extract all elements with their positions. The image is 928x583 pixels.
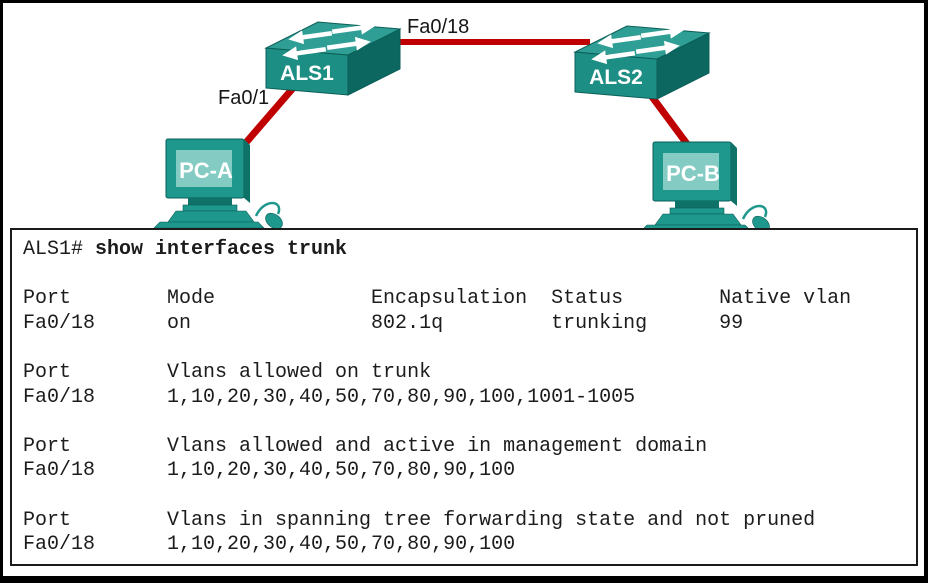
pc-base <box>643 224 749 228</box>
switch-arrows-icon <box>591 24 685 65</box>
pc-screen <box>176 150 232 187</box>
pc-monitor-bevel <box>731 142 737 206</box>
trunk-port-label: Fa0/18 <box>407 16 469 38</box>
topology-diagram: ALS1 ALS2 PC-A <box>153 16 770 228</box>
pc-screen <box>663 153 719 190</box>
pc-stand-base <box>669 207 725 215</box>
terminal-line: Fa0/18 1,10,20,30,40,50,70,80,90,100 <box>23 533 516 557</box>
terminal-line: Port Vlans allowed on trunk <box>23 360 432 384</box>
cli-prompt: ALS1# <box>23 238 96 261</box>
arrow-icon <box>591 50 636 65</box>
pc-a-label: PC-A <box>179 158 233 183</box>
arrow-icon <box>331 20 376 35</box>
arrow-icon <box>597 34 642 49</box>
terminal-line <box>23 410 910 435</box>
switch-icon-als1: ALS1 <box>264 20 402 96</box>
terminal-line <box>23 263 910 288</box>
pc-stand <box>188 198 232 205</box>
pc-keyboard <box>167 210 255 223</box>
terminal-command-line: ALS1# show interfaces trunk <box>23 238 910 263</box>
terminal-line: Fa0/18 on 802.1q trunking 99 <box>23 311 744 335</box>
mouse-cable <box>741 204 768 220</box>
terminal-line <box>23 484 910 509</box>
terminal-line: Fa0/18 1,10,20,30,40,50,70,80,90,100 <box>23 459 516 483</box>
als1-pca-link-line <box>240 77 303 149</box>
terminal-line: Port Vlans in spanning tree forwarding s… <box>23 508 816 532</box>
pc-stand <box>675 201 719 208</box>
terminal-line <box>23 336 910 361</box>
network-links <box>240 39 693 151</box>
arrow-icon <box>640 24 685 39</box>
terminal-line: Fa0/18 1,10,20,30,40,50,70,80,90,100,100… <box>23 385 636 409</box>
pc-base <box>153 221 265 228</box>
arrow-icon <box>282 46 327 61</box>
arrow-icon <box>326 36 371 51</box>
cli-command: show interfaces trunk <box>95 238 348 261</box>
switch-als2-label: ALS2 <box>589 66 643 89</box>
pc-icon-pca: PC-A <box>153 138 283 228</box>
pc-b-label: PC-B <box>666 161 720 186</box>
mouse-icon <box>752 215 770 228</box>
pc-keyboard <box>654 213 742 226</box>
arrow-icon <box>288 30 333 45</box>
pc-monitor-bevel <box>244 139 250 203</box>
pc-stand-base <box>182 204 238 212</box>
access-port-label: Fa0/1 <box>218 87 269 109</box>
switch-arrows-icon <box>282 20 376 61</box>
arrow-icon <box>635 40 680 55</box>
mouse-icon <box>265 212 283 228</box>
terminal-line: Port Mode Encapsulation Status Native vl… <box>23 287 852 311</box>
terminal-line: Port Vlans allowed and active in managem… <box>23 434 708 458</box>
als2-pcb-link-line <box>644 87 693 151</box>
switch-icon-als2: ALS2 <box>573 24 711 100</box>
switch-als1-label: ALS1 <box>280 62 334 85</box>
mouse-cable <box>254 201 281 217</box>
cli-output-panel: ALS1# show interfaces trunk Port Mode En… <box>10 228 918 566</box>
pc-icon-pcb: PC-B <box>643 141 770 228</box>
